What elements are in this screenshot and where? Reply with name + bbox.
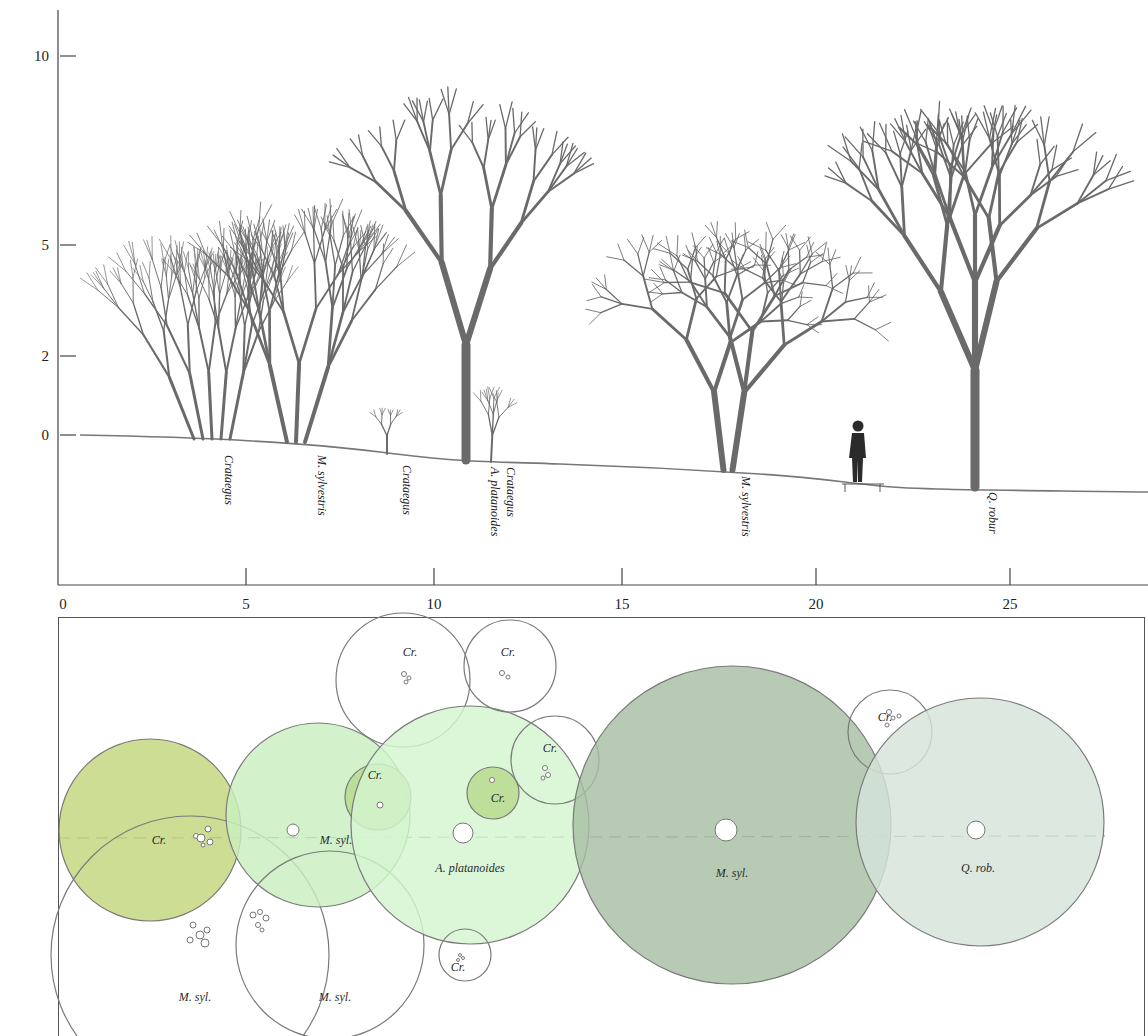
- trunk-marker: [187, 937, 193, 943]
- trunk-marker: [897, 714, 901, 718]
- trunk-marker: [258, 910, 263, 915]
- crown-circle: Cr.: [58, 738, 242, 922]
- crown-outline: [438, 928, 492, 982]
- species-abbreviation: Cr.: [368, 769, 382, 781]
- crown-circle: A. platanoides: [350, 705, 590, 945]
- trunk-marker: [500, 671, 505, 676]
- trunk-marker: [453, 823, 473, 843]
- trunk-marker: [207, 839, 213, 845]
- trunk-marker: [204, 927, 210, 933]
- trunk-marker: [402, 672, 407, 677]
- species-name: Crataegus: [401, 465, 413, 515]
- crown-circle-shape: [856, 698, 1104, 946]
- species-abbreviation: Cr.: [543, 742, 557, 754]
- trunk-marker: [197, 834, 205, 842]
- crown-outline: [463, 619, 557, 713]
- crown-circle: Cr.: [438, 928, 492, 982]
- trunk-marker: [715, 819, 737, 841]
- crown-circle: Q. rob.: [855, 697, 1105, 947]
- trunk-marker: [490, 778, 495, 783]
- trunk-marker: [967, 821, 985, 839]
- species-name: A. platanoides: [489, 467, 501, 536]
- crown-circle-shape: [467, 767, 519, 819]
- trunk-marker: [543, 766, 548, 771]
- height-tick: 0: [42, 428, 50, 443]
- species-abbreviation: Q. rob.: [961, 862, 995, 874]
- trunk-marker: [287, 824, 299, 836]
- distance-tick: 20: [809, 597, 824, 612]
- trunk-marker: [377, 802, 383, 808]
- trunk-marker: [404, 680, 408, 684]
- species-abbreviation: M. syl.: [320, 834, 352, 846]
- crown-circle-shape: [351, 706, 589, 944]
- trunk-marker: [462, 957, 465, 960]
- species-name: Crataegus: [223, 455, 235, 505]
- species-abbreviation: M. syl.: [319, 991, 351, 1003]
- trunk-marker: [256, 923, 261, 928]
- trunk-marker: [459, 954, 462, 957]
- species-abbreviation: Cr.: [501, 646, 515, 658]
- trunk-marker: [885, 723, 889, 727]
- trunk-marker: [263, 915, 269, 921]
- trunk-marker: [541, 776, 545, 780]
- distance-tick: 25: [1003, 597, 1018, 612]
- crown-outline: [855, 697, 1105, 947]
- crown-circle: M. syl.: [572, 665, 892, 985]
- trunk-marker: [194, 834, 199, 839]
- species-abbreviation: Cr.: [451, 961, 465, 973]
- crown-circle-shape: [573, 666, 891, 984]
- trunk-marker: [407, 676, 411, 680]
- crown-circle: Cr.: [466, 766, 520, 820]
- crown-circle-shape: [439, 929, 491, 981]
- trunk-marker: [546, 773, 551, 778]
- species-abbreviation: M. syl.: [179, 991, 211, 1003]
- species-abbreviation: Cr.: [491, 792, 505, 804]
- height-tick: 5: [42, 238, 50, 253]
- trunk-marker: [250, 912, 256, 918]
- distance-tick: 10: [427, 597, 442, 612]
- species-abbreviation: Cr.: [403, 646, 417, 658]
- crown-circle: Cr.: [463, 619, 557, 713]
- crown-outline: [572, 665, 892, 985]
- species-abbreviation: Cr.: [878, 711, 892, 723]
- species-name: Q. robur: [987, 492, 999, 534]
- species-abbreviation: Cr.: [152, 834, 166, 846]
- height-tick: 2: [42, 349, 50, 364]
- trunk-marker: [506, 675, 510, 679]
- distance-tick: 5: [242, 597, 250, 612]
- trunk-marker: [205, 826, 211, 832]
- distance-tick: 15: [615, 597, 630, 612]
- species-name: M. sylvestris: [740, 476, 752, 537]
- crown-circle-shape: [59, 739, 241, 921]
- crown-outline: [58, 738, 242, 922]
- trunk-marker: [887, 710, 892, 715]
- trunk-marker: [260, 928, 264, 932]
- species-name: M. sylvestris: [316, 455, 328, 516]
- crown-circle-shape: [464, 620, 556, 712]
- trunk-marker: [457, 959, 460, 962]
- species-name: Crataegus: [505, 467, 517, 517]
- trunk-marker: [190, 922, 196, 928]
- species-abbreviation: A. platanoides: [435, 862, 504, 874]
- trunk-marker: [201, 939, 209, 947]
- trunk-marker: [196, 931, 204, 939]
- height-tick: 10: [34, 49, 49, 64]
- species-abbreviation: M. syl.: [716, 867, 748, 879]
- crown-outline: [350, 705, 590, 945]
- trunk-marker: [891, 716, 895, 720]
- distance-tick: 0: [59, 597, 67, 612]
- trunk-marker: [201, 843, 205, 847]
